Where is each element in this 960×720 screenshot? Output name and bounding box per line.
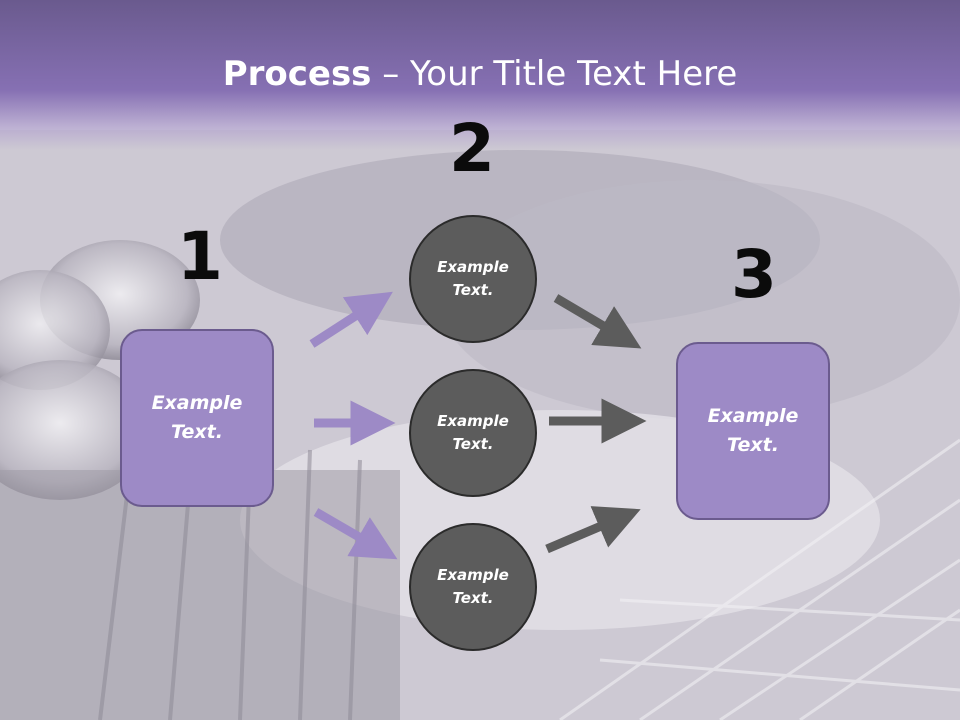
- circle-2-text-line2: Text.: [452, 435, 494, 453]
- circle-3-text-line2: Text.: [452, 589, 494, 607]
- step-number-3: 3: [731, 236, 777, 313]
- step-3-text-line2: Text.: [727, 434, 779, 456]
- title-bold: Process: [222, 54, 372, 94]
- step-2-circle-bottom: Example Text.: [409, 523, 537, 651]
- circle-3-text-line1: Example: [437, 566, 509, 584]
- title-rest: – Your Title Text Here: [371, 54, 738, 94]
- step-2-circle-top: Example Text.: [409, 215, 537, 343]
- arrow-to-circle-bottom: [313, 508, 398, 560]
- step-1-box: Example Text.: [120, 329, 274, 507]
- slide-title: Process – Your Title Text Here: [0, 52, 960, 96]
- step-2-circle-middle: Example Text.: [409, 369, 537, 497]
- arrow-to-circle-top: [309, 291, 393, 348]
- step-3-text-line1: Example: [707, 405, 799, 427]
- title-banner: [0, 0, 960, 150]
- step-1-text-line2: Text.: [171, 421, 223, 443]
- arrow-from-circle-bottom: [545, 506, 641, 554]
- circle-1-text-line1: Example: [437, 258, 509, 276]
- step-3-box: Example Text.: [676, 342, 830, 520]
- arrow-from-circle-top: [553, 294, 642, 349]
- step-1-text-line1: Example: [151, 392, 243, 414]
- step-number-2: 2: [449, 110, 495, 187]
- circle-1-text-line2: Text.: [452, 281, 494, 299]
- step-number-1: 1: [177, 218, 223, 295]
- circle-2-text-line1: Example: [437, 412, 509, 430]
